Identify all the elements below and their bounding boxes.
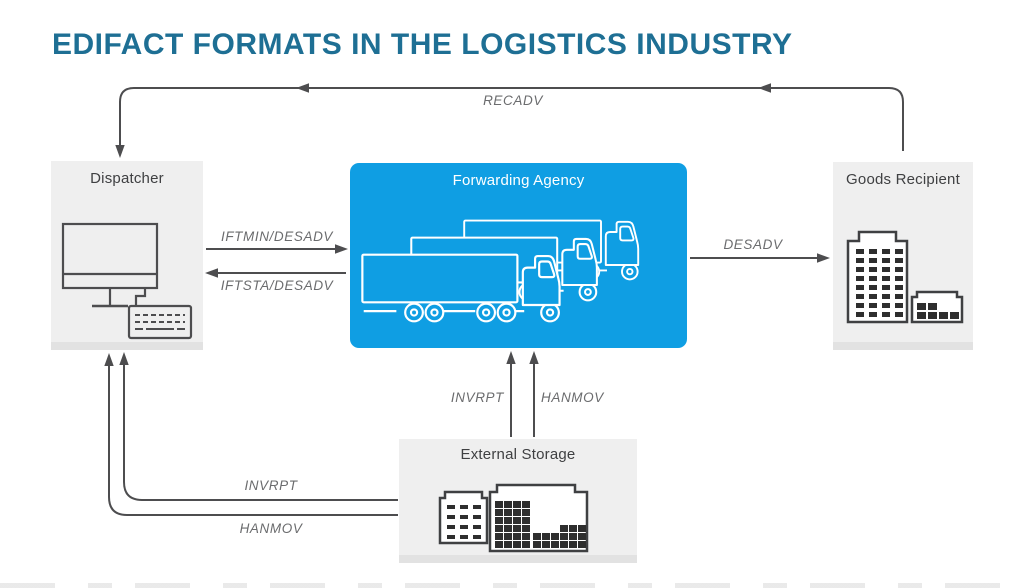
edge-label-desadv: DESADV [723,237,783,252]
arrowhead-recadv-mid-right [758,83,771,93]
node-external-storage-shadow [399,555,637,563]
arrowhead-recadv-mid-left [296,83,309,93]
arrowhead-invrpt-up [506,351,516,364]
arrowhead-desadv [817,253,830,263]
node-goods-recipient: Goods Recipient [833,162,973,350]
edge-label-hanmov-curve: HANMOV [239,521,303,536]
node-goods-recipient-label: Goods Recipient [846,171,960,188]
edge-label-hanmov-up: HANMOV [541,390,604,405]
node-dispatcher: Dispatcher [51,161,203,350]
node-forwarding-agency-label: Forwarding Agency [452,172,585,189]
edge-label-invrpt-curve: INVRPT [244,478,298,493]
trucks-icon [361,219,640,323]
arrowhead-recadv-end [115,145,125,158]
edge-label-iftmin-desadv: IFTMIN/DESADV [220,229,334,244]
bottom-crop-dashes [0,583,1024,588]
node-dispatcher-shadow [51,342,203,350]
arrowhead-hanmov-curve [104,353,114,366]
arrowhead-hanmov-up [529,351,539,364]
arrowhead-iftmin [335,244,348,254]
edge-label-recadv: RECADV [483,93,543,108]
node-external-storage: External Storage [399,439,637,563]
page-title: EDIFACT FORMATS IN THE LOGISTICS INDUSTR… [52,28,793,61]
node-dispatcher-label: Dispatcher [90,170,164,187]
node-external-storage-label: External Storage [460,446,576,463]
office-buildings-icon [846,230,964,324]
edge-recadv-path [119,87,904,151]
node-goods-recipient-shadow [833,342,973,350]
arrowhead-iftsta [205,268,218,278]
node-forwarding-agency: Forwarding Agency [350,163,687,348]
edge-label-invrpt-up: INVRPT [450,390,504,405]
edge-hanmov-curve-path [108,365,398,516]
arrowhead-invrpt-curve [119,352,129,365]
edge-invrpt-curve-path [123,364,398,501]
edge-label-iftsta-desadv: IFTSTA/DESADV [220,278,334,293]
warehouse-icon [438,483,589,553]
computer-icon [61,222,193,340]
